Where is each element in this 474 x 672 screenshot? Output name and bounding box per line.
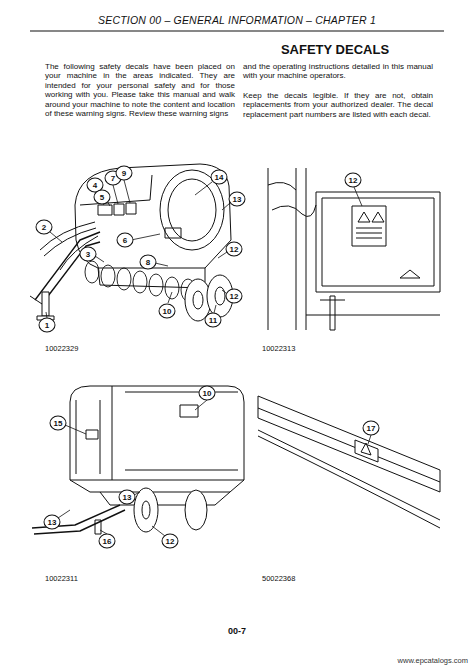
callout-number: 12 xyxy=(345,173,362,188)
callout-number: 3 xyxy=(80,247,97,262)
callout-number: 13 xyxy=(44,515,61,530)
body-text: The following safety decals have been pl… xyxy=(45,62,235,118)
callout-number: 12 xyxy=(226,289,243,304)
page-title: SAFETY DECALS xyxy=(281,42,389,57)
callout-number: 10 xyxy=(199,386,216,401)
callout-number: 14 xyxy=(211,170,228,185)
figure-code: 10022313 xyxy=(262,344,295,353)
panel-view xyxy=(268,168,440,330)
callout-number: 11 xyxy=(205,313,222,328)
callout-number: 15 xyxy=(50,416,67,431)
figure-code: 10022329 xyxy=(45,344,78,353)
body-text: and the operating instructions detailed … xyxy=(243,62,433,81)
callout-number: 17 xyxy=(363,421,380,436)
figure-code: 10022311 xyxy=(45,574,78,583)
callout-number: 5 xyxy=(94,190,111,205)
callout-number: 8 xyxy=(140,255,157,270)
callout-number: 13 xyxy=(119,490,136,505)
callout-number: 2 xyxy=(36,220,53,235)
callout-number: 16 xyxy=(99,534,116,549)
page-number: 00-7 xyxy=(228,626,246,636)
drawbar-detail xyxy=(258,396,440,528)
section-header: SECTION 00 – GENERAL INFORMATION – CHAPT… xyxy=(98,14,376,26)
callout-number: 13 xyxy=(229,192,246,207)
watermark: www.epcatalogs.com xyxy=(398,656,468,665)
callout-number: 6 xyxy=(117,233,134,248)
header-rule xyxy=(30,30,444,31)
callout-number: 12 xyxy=(162,534,179,549)
callout-number: 10 xyxy=(159,304,176,319)
figure-code: 50022368 xyxy=(262,574,295,583)
callout-number: 12 xyxy=(226,242,243,257)
baler-front-view xyxy=(30,164,233,321)
callout-number: 1 xyxy=(39,318,56,333)
callout-number: 9 xyxy=(116,166,133,181)
body-text: Keep the decals legible. If they are not… xyxy=(243,91,433,119)
baler-rear-view xyxy=(32,386,244,536)
